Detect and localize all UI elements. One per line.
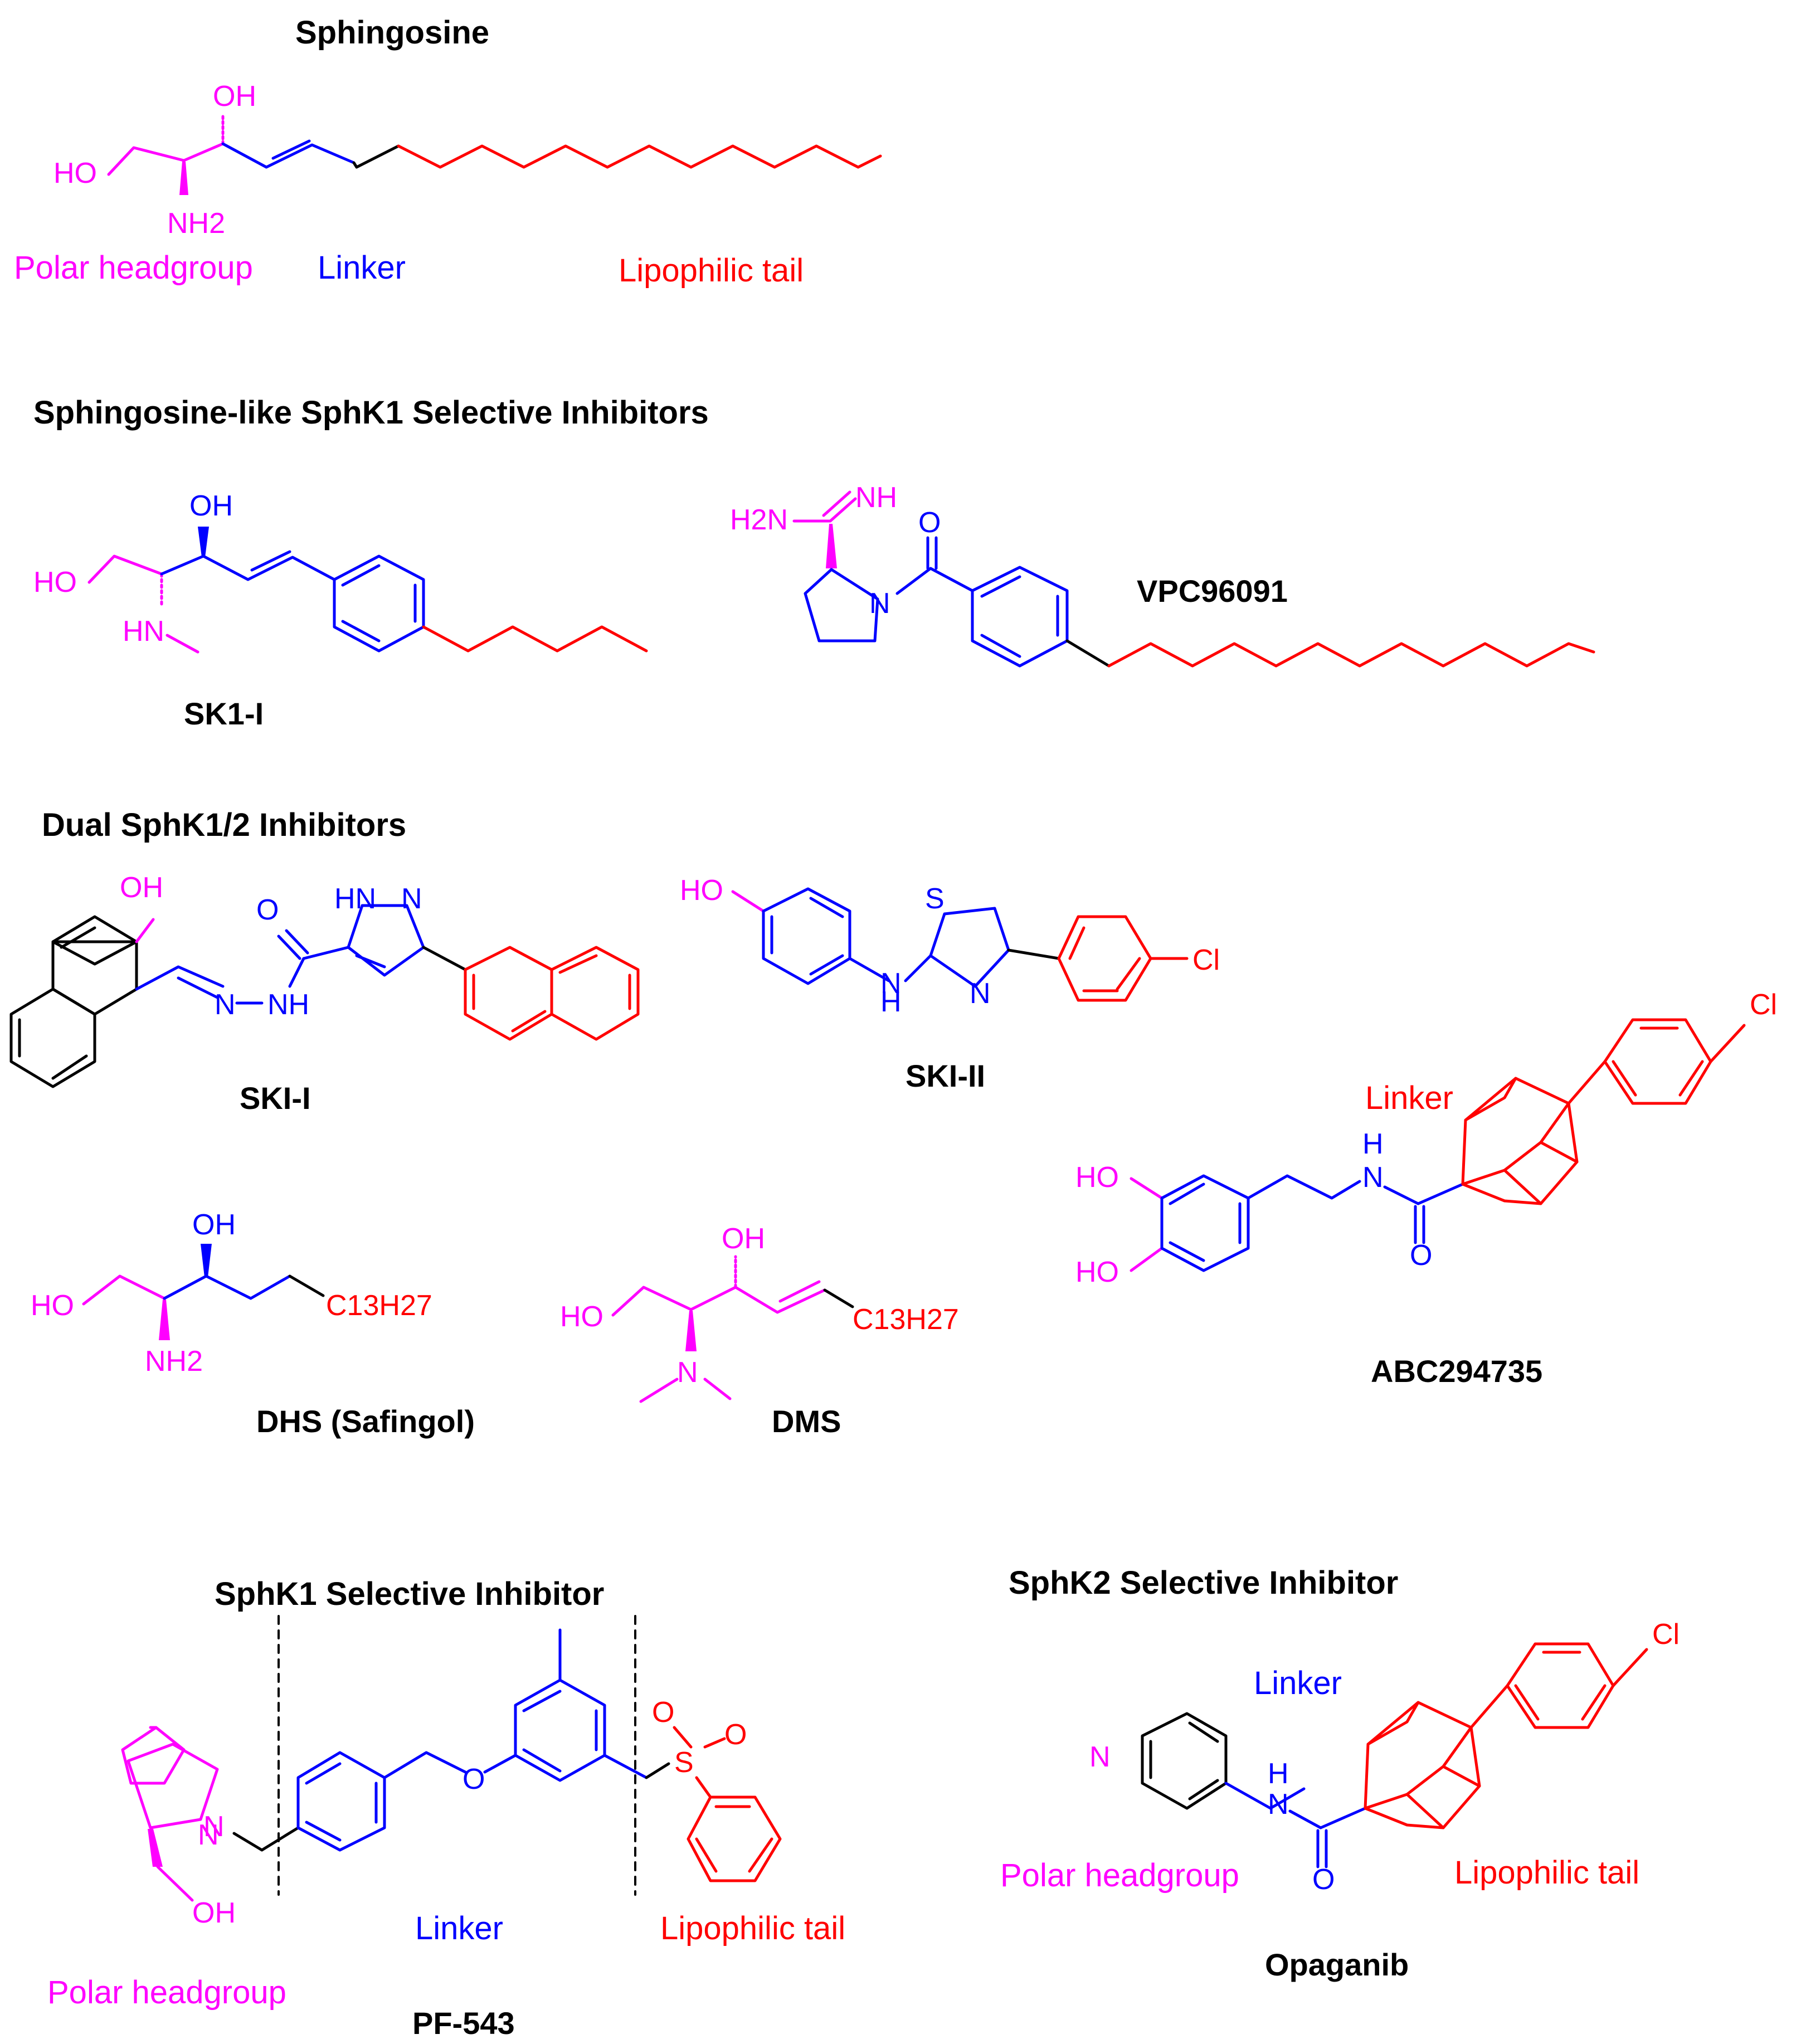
dhs-name: DHS (Safingol)	[256, 1404, 475, 1439]
skii-oh-atom: OH	[120, 872, 163, 904]
pf-tail-label: Lipophilic tail	[660, 1910, 845, 1946]
opaganib-structure: N H N O Cl Linker Polar headgroup Lipoph…	[1000, 1618, 1680, 1982]
skii-nh-atom: NH	[267, 989, 309, 1021]
opaganib-linker-label: Linker	[1254, 1665, 1342, 1701]
pf-o1-atom: O	[652, 1696, 674, 1729]
abc294735-structure: HO HO H N O Cl Linker ABC294735	[1075, 989, 1777, 1389]
vpc-nh-atom: NH	[855, 481, 897, 514]
dms-chain-atom: C13H27	[853, 1303, 959, 1336]
sphingosine-nh2-atom: NH2	[167, 207, 225, 240]
skiii-n-atom: N	[970, 977, 991, 1010]
abc-name: ABC294735	[1371, 1354, 1542, 1389]
sphingosine-ho-atom: HO	[53, 157, 97, 189]
section-sphk2-sel-title: SphK2 Selective Inhibitor	[1009, 1565, 1398, 1601]
abc-h-atom: H	[1362, 1128, 1384, 1160]
dms-ho-atom: HO	[560, 1301, 603, 1333]
pf-name: PF-543	[412, 2006, 515, 2041]
abc-o-atom: O	[1410, 1239, 1432, 1272]
skiii-cl-atom: Cl	[1192, 944, 1220, 976]
pf-o-atom: O	[463, 1763, 485, 1795]
dms-n-atom: N	[677, 1356, 698, 1389]
pf543-structure: N N OH O S O O Polar headgroup Linker L	[47, 1615, 845, 2041]
skiii-name: SKI-II	[906, 1058, 985, 1093]
section-sphk1-sel-title: SphK1 Selective Inhibitor	[215, 1576, 604, 1612]
vpc-name: VPC96091	[1137, 573, 1288, 609]
sk1i-hn-atom: HN	[123, 615, 164, 648]
skii-hn-atom: HN	[334, 883, 376, 915]
abc-n-atom: N	[1362, 1161, 1384, 1194]
abc-ho1-atom: HO	[1075, 1161, 1119, 1194]
pf-linker-label: Linker	[415, 1910, 503, 1946]
vpc96091-structure: H2N NH N O VPC96091	[730, 481, 1595, 668]
skiii-nh-atom: H	[880, 986, 902, 1018]
opaganib-tail-label: Lipophilic tail	[1454, 1855, 1639, 1891]
sphingosine-title: Sphingosine	[295, 14, 489, 51]
sphingosine-tail-label: Lipophilic tail	[619, 252, 804, 289]
sk1i-structure: HO HN OH SK1-I	[33, 490, 648, 731]
dhs-ho-atom: HO	[31, 1289, 74, 1322]
skiii-n-link-atom: N	[880, 967, 902, 1000]
pf-n-atom: N	[198, 1819, 219, 1851]
pf-polar-label: Polar headgroup	[47, 1974, 286, 2011]
dhs-structure: HO NH2 OH C13H27 DHS (Safingol)	[31, 1209, 475, 1439]
sphingosine-linker-label: Linker	[318, 250, 406, 286]
sphingosine-polar-label: Polar headgroup	[14, 250, 253, 286]
sphingosine-oh-atom: OH	[213, 80, 256, 113]
sk1i-name: SK1-I	[184, 696, 264, 731]
dhs-nh2-atom: NH2	[145, 1345, 203, 1378]
skii-structure: OH N NH O HN N SKI-I	[9, 872, 640, 1116]
sk1i-oh-atom: OH	[189, 490, 233, 522]
opaganib-n-atom: N	[1268, 1788, 1289, 1821]
pf-s-atom: S	[674, 1746, 694, 1779]
sphingosine-structure: Sphingosine HO NH2 OH Polar headgroup Li…	[14, 14, 882, 289]
skii-n-ring-atom: N	[401, 883, 422, 915]
dhs-oh-atom: OH	[192, 1209, 236, 1241]
dms-oh-atom: OH	[722, 1223, 765, 1255]
abc-linker-label: Linker	[1365, 1080, 1453, 1116]
pf-n-label: N	[203, 1811, 225, 1843]
dms-name: DMS	[772, 1404, 841, 1439]
vpc-o-atom: O	[918, 507, 941, 539]
opaganib-o-atom: O	[1312, 1863, 1335, 1896]
opaganib-polar-label: Polar headgroup	[1000, 1857, 1239, 1894]
section-sphk1-like-title: Sphingosine-like SphK1 Selective Inhibit…	[33, 395, 709, 431]
opaganib-cl-atom: Cl	[1652, 1618, 1680, 1651]
opaganib-n-pyr-atom: N	[1089, 1741, 1111, 1773]
skiii-structure: HO H N S N Cl SKI-II	[680, 874, 1220, 1093]
pf-oh-atom: OH	[192, 1897, 236, 1929]
sk1i-ho-atom: HO	[33, 566, 77, 598]
section-dual-title: Dual SphK1/2 Inhibitors	[42, 807, 406, 843]
dms-structure: HO N OH C13H27 DMS	[560, 1223, 959, 1439]
skiii-ho-atom: HO	[680, 874, 723, 907]
skiii-s-atom: S	[925, 883, 945, 915]
opaganib-h-atom: H	[1268, 1758, 1289, 1790]
dhs-chain-atom: C13H27	[326, 1289, 432, 1322]
vpc-n-atom: N	[869, 587, 890, 620]
vpc-h2n-atom: H2N	[730, 504, 788, 536]
skii-o-atom: O	[256, 894, 279, 926]
opaganib-name: Opaganib	[1265, 1947, 1409, 1982]
skii-n-hydrazone-atom: N	[215, 989, 236, 1021]
skii-name: SKI-I	[240, 1081, 311, 1116]
abc-cl-atom: Cl	[1750, 989, 1777, 1021]
pf-o2-atom: O	[724, 1719, 747, 1751]
abc-ho2-atom: HO	[1075, 1256, 1119, 1288]
